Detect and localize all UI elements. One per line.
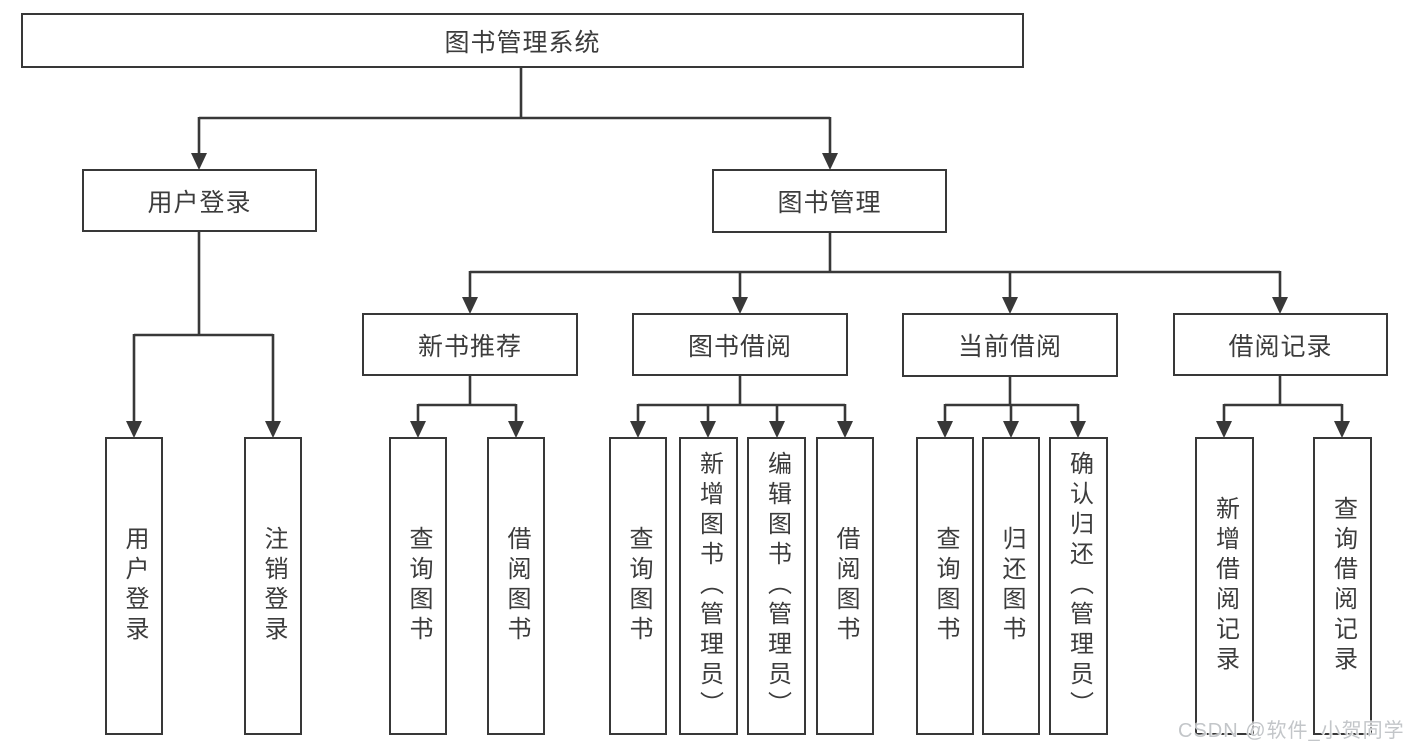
node-leaf-query-book-borrow-label: 查询图书 bbox=[625, 526, 652, 646]
arrow-down-icon bbox=[1070, 421, 1086, 438]
arrow-down-icon bbox=[508, 421, 524, 438]
arrow-down-icon bbox=[1003, 421, 1019, 438]
arrow-down-icon bbox=[410, 421, 426, 438]
node-leaf-logout: 注销登录 bbox=[244, 437, 302, 735]
arrow-down-icon bbox=[1334, 421, 1350, 438]
node-current-borrow-label: 当前借阅 bbox=[957, 333, 1062, 361]
node-leaf-query-borrow-record-label: 查询借阅记录 bbox=[1329, 496, 1357, 676]
node-leaf-return-book-label: 归还图书 bbox=[998, 526, 1025, 646]
node-borrow-records-label: 借阅记录 bbox=[1228, 332, 1333, 361]
branch-book-management bbox=[462, 233, 1288, 314]
arrow-down-icon bbox=[126, 421, 142, 438]
arrow-down-icon bbox=[462, 297, 478, 314]
node-leaf-borrow-book-label: 借阅图书 bbox=[832, 526, 859, 646]
node-root: 图书管理系统 bbox=[21, 13, 1024, 68]
node-leaf-query-book-recommend: 查询图书 bbox=[389, 437, 447, 735]
arrow-down-icon bbox=[630, 421, 646, 438]
branch-book-borrow bbox=[630, 376, 853, 438]
node-leaf-confirm-return-admin: 确认归还（管理员） bbox=[1049, 437, 1108, 735]
node-leaf-query-book-borrow: 查询图书 bbox=[609, 437, 667, 735]
node-leaf-return-book: 归还图书 bbox=[982, 437, 1040, 735]
node-borrow-records: 借阅记录 bbox=[1173, 313, 1388, 376]
arrow-down-icon bbox=[769, 421, 785, 438]
branch-user-login bbox=[126, 232, 281, 438]
node-book-borrow: 图书借阅 bbox=[632, 313, 848, 376]
node-book-management: 图书管理 bbox=[712, 169, 947, 233]
arrow-down-icon bbox=[822, 153, 838, 170]
arrow-down-icon bbox=[700, 421, 716, 438]
node-user-login-label: 用户登录 bbox=[147, 188, 252, 217]
node-leaf-add-book-admin: 新增图书（管理员） bbox=[679, 437, 738, 735]
node-new-book-recommend: 新书推荐 bbox=[362, 313, 578, 376]
node-leaf-add-borrow-record: 新增借阅记录 bbox=[1195, 437, 1254, 735]
arrow-down-icon bbox=[837, 421, 853, 438]
node-leaf-query-borrow-record: 查询借阅记录 bbox=[1313, 437, 1372, 735]
branch-new-book-recommend bbox=[410, 376, 524, 438]
branch-borrow-records bbox=[1216, 376, 1350, 438]
branch-current-borrow bbox=[937, 376, 1086, 438]
node-user-login: 用户登录 bbox=[82, 169, 317, 232]
node-leaf-edit-book-admin: 编辑图书（管理员） bbox=[747, 437, 806, 735]
node-leaf-add-book-admin-label: 新增图书（管理员） bbox=[695, 451, 723, 721]
node-current-borrow: 当前借阅 bbox=[902, 313, 1118, 377]
node-leaf-logout-label: 注销登录 bbox=[260, 526, 287, 646]
arrow-down-icon bbox=[1272, 297, 1288, 314]
node-leaf-user-login-label: 用户登录 bbox=[121, 526, 148, 646]
arrow-down-icon bbox=[732, 297, 748, 314]
node-leaf-borrow-book-recommend-label: 借阅图书 bbox=[503, 526, 530, 646]
node-leaf-add-borrow-record-label: 新增借阅记录 bbox=[1211, 496, 1239, 676]
arrow-down-icon bbox=[1002, 297, 1018, 314]
node-root-label: 图书管理系统 bbox=[444, 28, 601, 57]
node-leaf-query-book-recommend-label: 查询图书 bbox=[405, 526, 432, 646]
arrow-down-icon bbox=[1216, 421, 1232, 438]
node-leaf-borrow-book-recommend: 借阅图书 bbox=[487, 437, 545, 735]
node-new-book-recommend-label: 新书推荐 bbox=[417, 332, 522, 361]
node-book-borrow-label: 图书借阅 bbox=[687, 332, 792, 361]
node-leaf-edit-book-admin-label: 编辑图书（管理员） bbox=[763, 451, 791, 721]
node-book-management-label: 图书管理 bbox=[777, 189, 882, 217]
node-leaf-query-book-current-label: 查询图书 bbox=[932, 526, 959, 646]
arrow-down-icon bbox=[191, 153, 207, 170]
arrow-down-icon bbox=[937, 421, 953, 438]
branch-root bbox=[191, 68, 838, 170]
node-leaf-user-login: 用户登录 bbox=[105, 437, 163, 735]
arrow-down-icon bbox=[265, 421, 281, 438]
node-leaf-confirm-return-admin-label: 确认归还（管理员） bbox=[1065, 451, 1093, 721]
node-leaf-query-book-current: 查询图书 bbox=[916, 437, 974, 735]
node-leaf-borrow-book: 借阅图书 bbox=[816, 437, 874, 735]
